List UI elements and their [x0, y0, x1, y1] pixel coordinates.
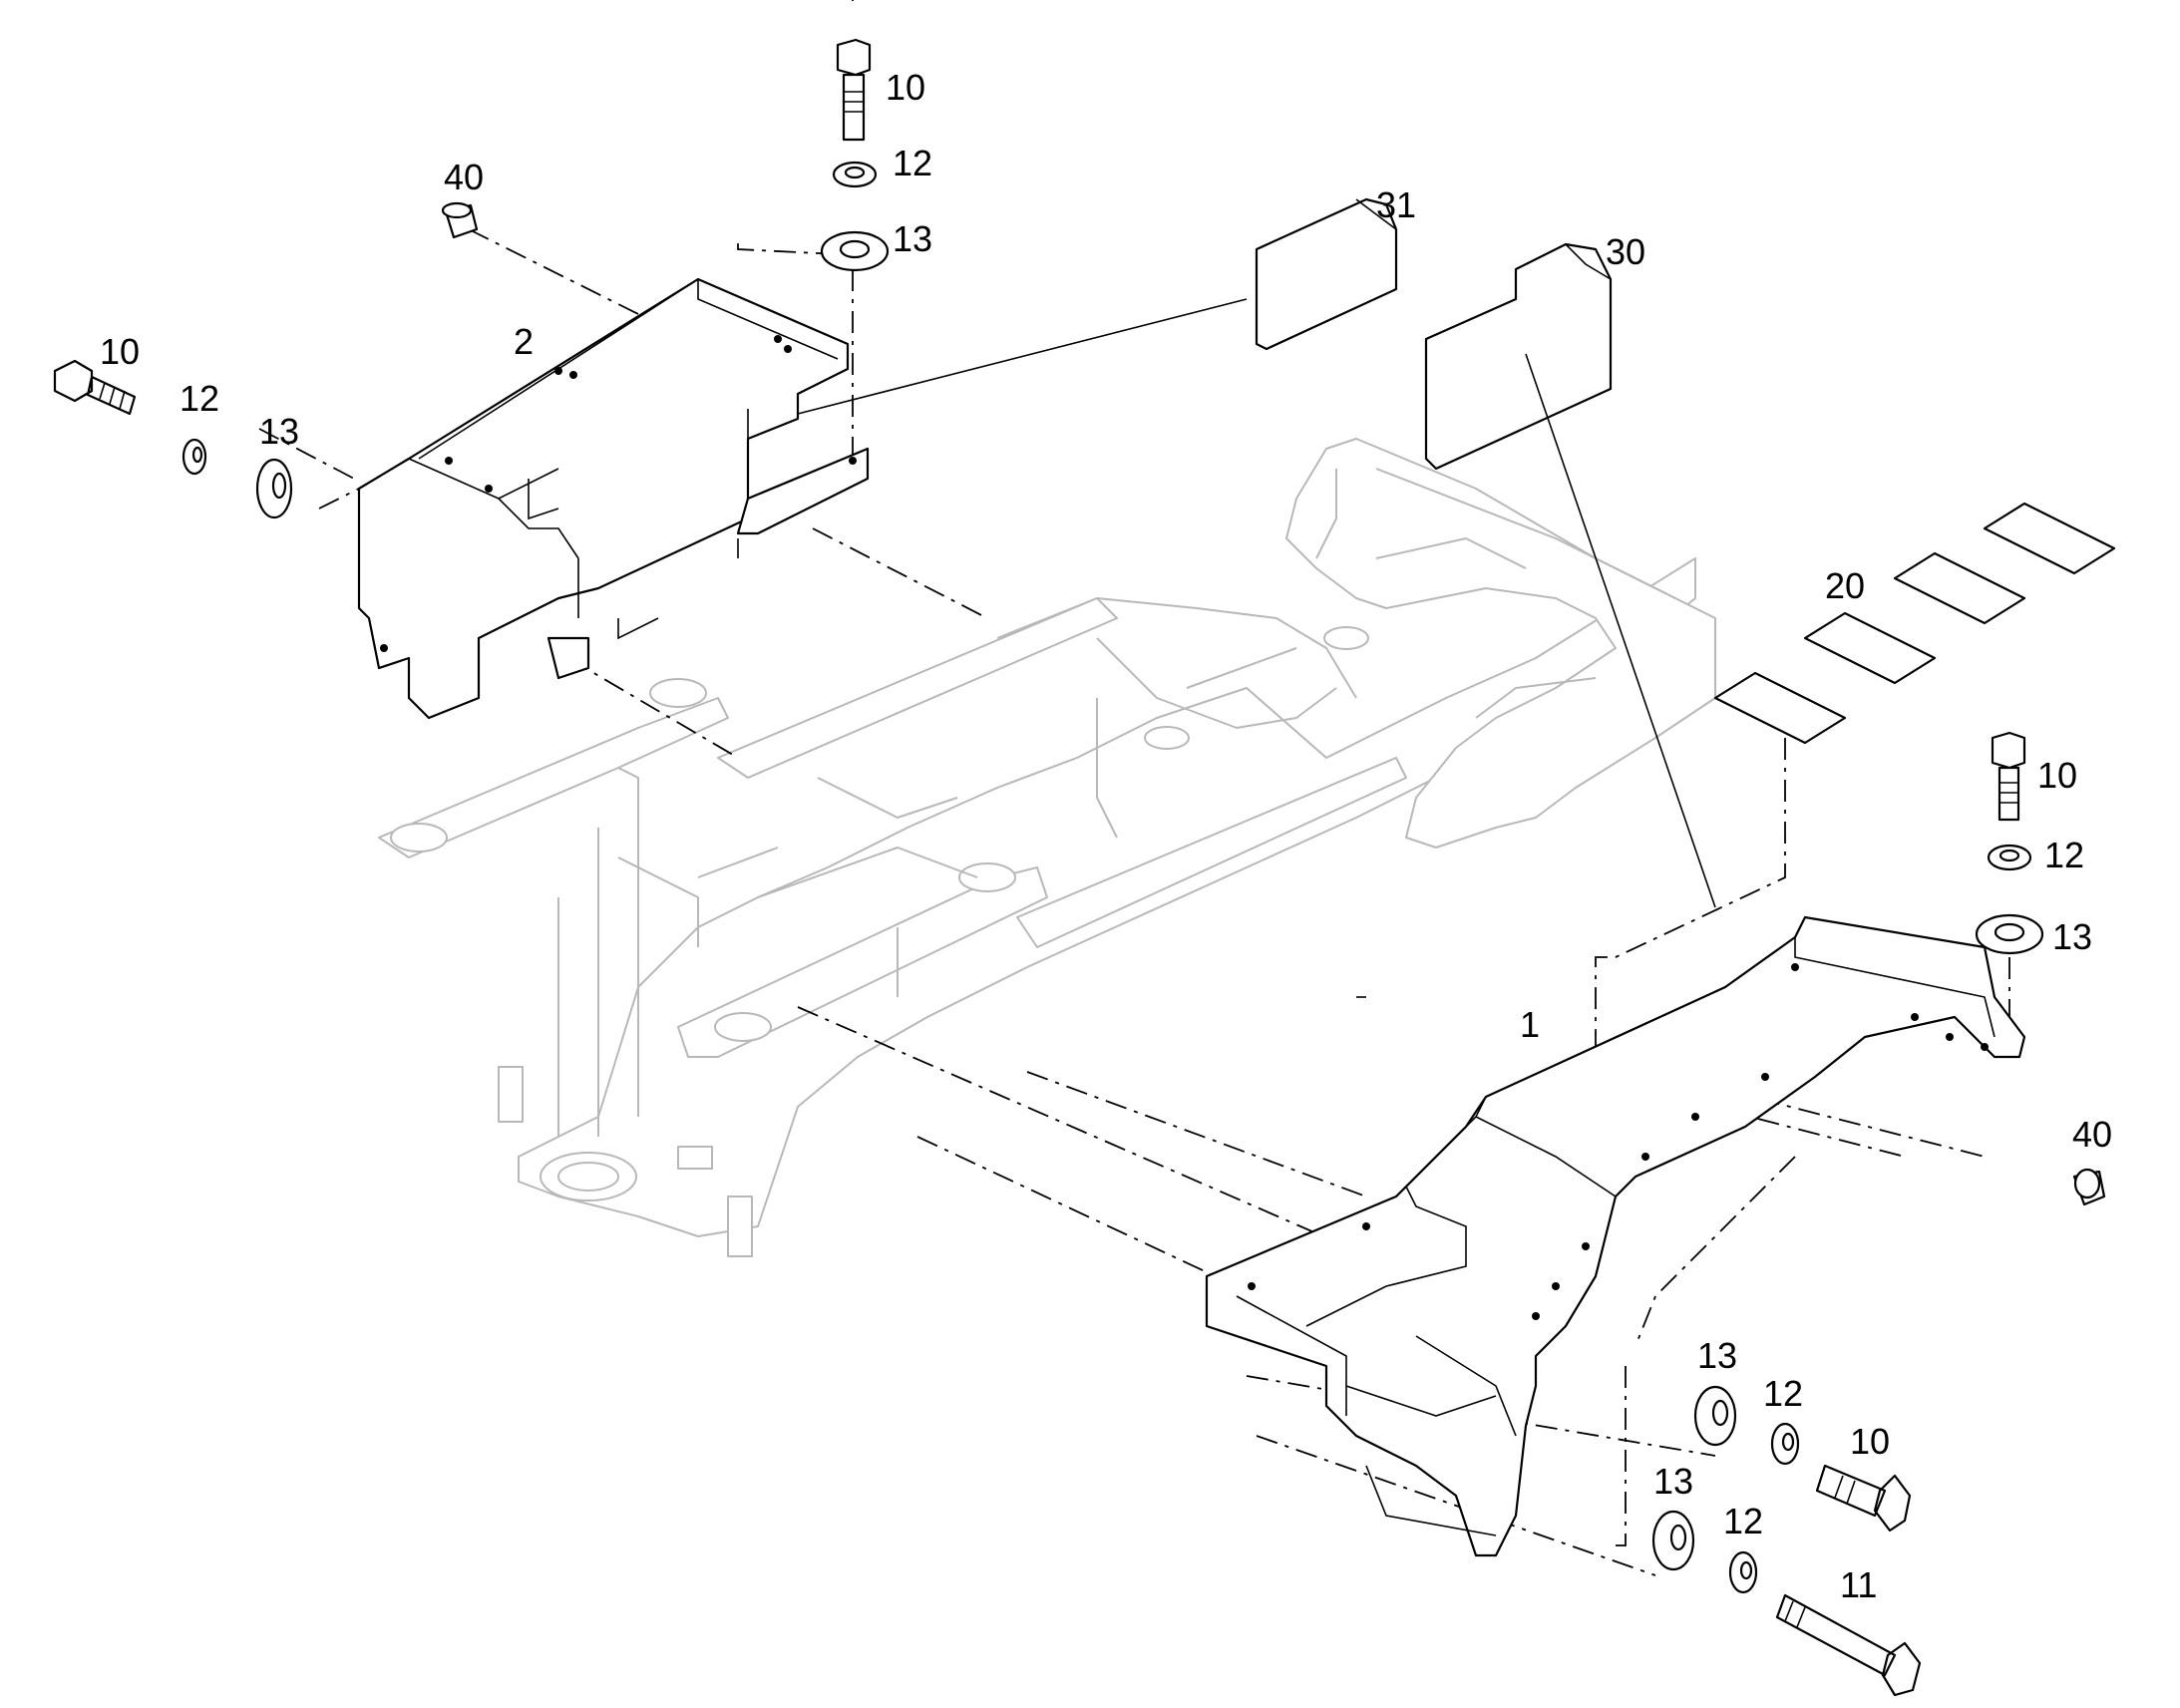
- machine-frame: [378, 438, 1716, 1257]
- part-20-plates: [1713, 502, 2116, 745]
- part-1-edges: [1236, 937, 1996, 1537]
- frame-bracket-1: [727, 1196, 753, 1257]
- part-1-cover: [1205, 915, 2026, 1557]
- frame-arm-right: [1016, 757, 1407, 948]
- bolt-10-right: [1991, 731, 2026, 822]
- frame-arm-center: [717, 597, 1118, 779]
- leader-lines: [797, 298, 1716, 998]
- callouts: 10 12 13 40 31 30 2 10 12 13 20 10 12 13…: [100, 67, 2112, 1605]
- part-2-foot-right: [736, 447, 870, 535]
- callout-10-low1: 10: [1850, 1421, 1890, 1462]
- callout-30: 30: [1606, 231, 1645, 272]
- bolt-11-low: [1775, 1593, 1922, 1697]
- callout-12-top: 12: [893, 143, 932, 183]
- frame-rear-wall-inner: [1315, 468, 1676, 719]
- callout-1: 1: [1520, 1004, 1540, 1045]
- callout-10-left: 10: [100, 331, 140, 372]
- frame-pad-5: [1323, 626, 1369, 650]
- frame-swivel-ring: [540, 1152, 637, 1201]
- frame-pad-2: [390, 823, 448, 853]
- bolt-10-low1: [1815, 1464, 1912, 1533]
- callout-11: 11: [1840, 1564, 1877, 1605]
- callout-20: 20: [1825, 565, 1865, 606]
- frame-pad-4: [958, 862, 1016, 892]
- frame-pad-6: [1144, 726, 1190, 750]
- frame-bracket-2: [498, 1066, 524, 1123]
- fasteners: [53, 38, 2106, 1697]
- alignment-lines: [258, 0, 2010, 1576]
- callout-12-low2: 12: [1723, 1501, 1763, 1541]
- callout-31: 31: [1376, 184, 1416, 225]
- callout-13-low1: 13: [1697, 1335, 1737, 1376]
- frame-arm-left: [378, 697, 729, 858]
- part-31-pad: [1255, 197, 1398, 351]
- part-2-cover: [357, 277, 870, 720]
- callout-2: 2: [514, 321, 534, 362]
- callout-40-top: 40: [444, 157, 484, 197]
- frame-cross-members: [617, 698, 1118, 997]
- callout-12-low1: 12: [1763, 1373, 1803, 1414]
- callout-13-low2: 13: [1653, 1461, 1693, 1502]
- callout-13-top: 13: [893, 218, 932, 259]
- frame-pad-1: [649, 678, 707, 708]
- bolt-10-left: [53, 359, 137, 416]
- frame-pad-3: [714, 1012, 772, 1042]
- part-2-body: [357, 277, 850, 720]
- frame-small-block: [677, 1146, 713, 1170]
- bolt-10-top: [836, 38, 872, 142]
- callout-13-left: 13: [259, 411, 299, 452]
- part-30-pad: [1424, 242, 1613, 471]
- callout-40-right: 40: [2072, 1114, 2112, 1155]
- frame-rear-wall: [1285, 438, 1716, 849]
- part-2-foot-left: [546, 636, 590, 680]
- callout-13-right: 13: [2052, 916, 2092, 957]
- part-1-body: [1205, 915, 2026, 1557]
- callout-12-right: 12: [2044, 835, 2084, 875]
- callout-12-left: 12: [180, 378, 219, 419]
- callout-10-right: 10: [2037, 755, 2077, 796]
- frame-swivel-ring-inner: [557, 1162, 619, 1192]
- callout-10-top: 10: [886, 67, 925, 108]
